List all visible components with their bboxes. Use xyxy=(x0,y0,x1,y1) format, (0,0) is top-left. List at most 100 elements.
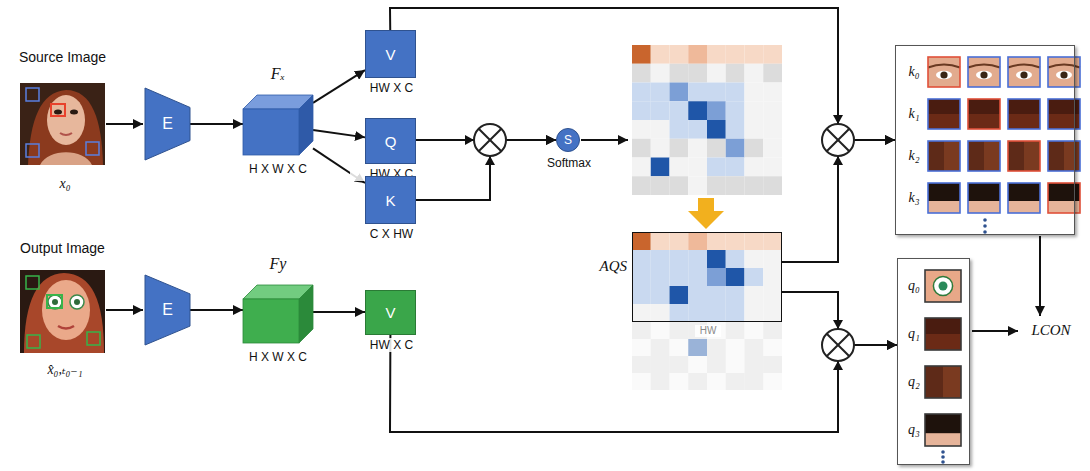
matrix-cell xyxy=(745,339,764,356)
patch-tile xyxy=(1048,183,1080,213)
matrix-cell xyxy=(670,139,689,158)
matrix-cell xyxy=(651,339,670,356)
patch-tile xyxy=(928,141,960,171)
patch-tile xyxy=(1008,141,1040,171)
matrix-cell xyxy=(745,268,764,286)
image-title: Source Image xyxy=(5,49,120,66)
matrix-cell xyxy=(688,45,707,64)
matrix-cell xyxy=(670,373,689,390)
matrix-cell xyxy=(632,268,651,286)
matrix-cell xyxy=(745,83,764,102)
source-image xyxy=(20,83,105,165)
matrix-cell xyxy=(763,45,782,64)
matrix-cell xyxy=(745,45,764,64)
patch-tile xyxy=(925,270,961,302)
matrix-cell xyxy=(726,101,745,120)
patch-tile xyxy=(1008,57,1040,87)
matrix-cell xyxy=(688,64,707,83)
connector-arrow xyxy=(782,140,895,262)
matrix-cell xyxy=(707,304,726,322)
arrowhead xyxy=(485,156,495,165)
matrix-cell xyxy=(670,64,689,83)
matrix-cell xyxy=(670,176,689,195)
patch-tile xyxy=(1008,183,1040,213)
arrowhead xyxy=(833,320,843,329)
matrix-cell xyxy=(651,139,670,158)
matrix-cell xyxy=(651,64,670,83)
matrix-cell xyxy=(651,83,670,102)
matrix-cell xyxy=(707,158,726,177)
matrix-cell xyxy=(688,268,707,286)
node-sublabel: H X W X C xyxy=(228,162,328,176)
matrix-cell xyxy=(632,101,651,120)
node-label: k₀ xyxy=(901,64,927,81)
patch-tile xyxy=(968,141,1000,171)
arrowhead xyxy=(465,135,474,145)
attention-matrix xyxy=(632,45,782,390)
matrix-cell xyxy=(726,373,745,390)
matrix-cell xyxy=(632,286,651,304)
matrix-cell xyxy=(763,322,782,339)
node-sublabel: k₁ xyxy=(901,106,927,123)
matrix-cell xyxy=(632,339,651,356)
patch-tile xyxy=(925,414,961,446)
matrix-cell xyxy=(707,139,726,158)
matrix-cell xyxy=(688,304,707,322)
matrix-cell xyxy=(726,158,745,177)
matrix-cell xyxy=(670,120,689,139)
matrix-cell xyxy=(707,64,726,83)
matrix-cell xyxy=(707,176,726,195)
patch-tile xyxy=(968,99,1000,129)
matrix-cell xyxy=(745,232,764,250)
patch-tiles xyxy=(925,57,1080,464)
image-symbol: x₀ xyxy=(40,176,90,193)
matrix-cell xyxy=(632,304,651,322)
cube-shape xyxy=(243,95,313,155)
image-title: Output Image xyxy=(5,240,120,257)
matrix-cell xyxy=(707,101,726,120)
matrix-cell xyxy=(707,373,726,390)
node-label: K xyxy=(366,177,415,223)
matrix-cell xyxy=(632,232,651,250)
node-label: Q xyxy=(366,119,415,163)
output-image xyxy=(20,270,105,353)
matrix-cell xyxy=(632,322,651,339)
matrix-cell xyxy=(632,64,651,83)
matrix-cell xyxy=(707,268,726,286)
patch-tile xyxy=(968,57,1000,87)
node-sublabel: HW X C xyxy=(350,81,433,95)
matrix-cell xyxy=(707,232,726,250)
multiply-symbol xyxy=(822,329,854,361)
matrix-cell xyxy=(670,83,689,102)
matrix-cell xyxy=(651,101,670,120)
encoder-block: E xyxy=(145,88,190,160)
matrix-cell xyxy=(707,250,726,268)
matrix-cell xyxy=(651,304,670,322)
matrix-cell xyxy=(688,250,707,268)
matrix-cell xyxy=(670,356,689,373)
matrix-cell xyxy=(763,373,782,390)
matrix-cell xyxy=(726,176,745,195)
matrix-cell xyxy=(745,286,764,304)
matrix-cell xyxy=(745,158,764,177)
matrix-cell xyxy=(670,286,689,304)
matrix-cell xyxy=(726,322,745,339)
ellipsis-dot xyxy=(983,230,987,234)
matrix-cell xyxy=(707,356,726,373)
matrix-cell xyxy=(651,176,670,195)
matrix-cell xyxy=(651,45,670,64)
loss-label: LCON xyxy=(1020,321,1082,339)
ellipsis-dot xyxy=(983,224,987,228)
matrix-cell xyxy=(726,268,745,286)
connector-arrow xyxy=(313,130,365,137)
matrix-cell xyxy=(670,250,689,268)
node-label: Fy xyxy=(253,254,303,273)
node-sublabel: k₃ xyxy=(901,190,927,207)
node-sublabel: q₃ xyxy=(902,422,926,439)
ellipsis-dot xyxy=(941,455,945,459)
matrix-cell xyxy=(726,64,745,83)
matrix-cell xyxy=(726,120,745,139)
